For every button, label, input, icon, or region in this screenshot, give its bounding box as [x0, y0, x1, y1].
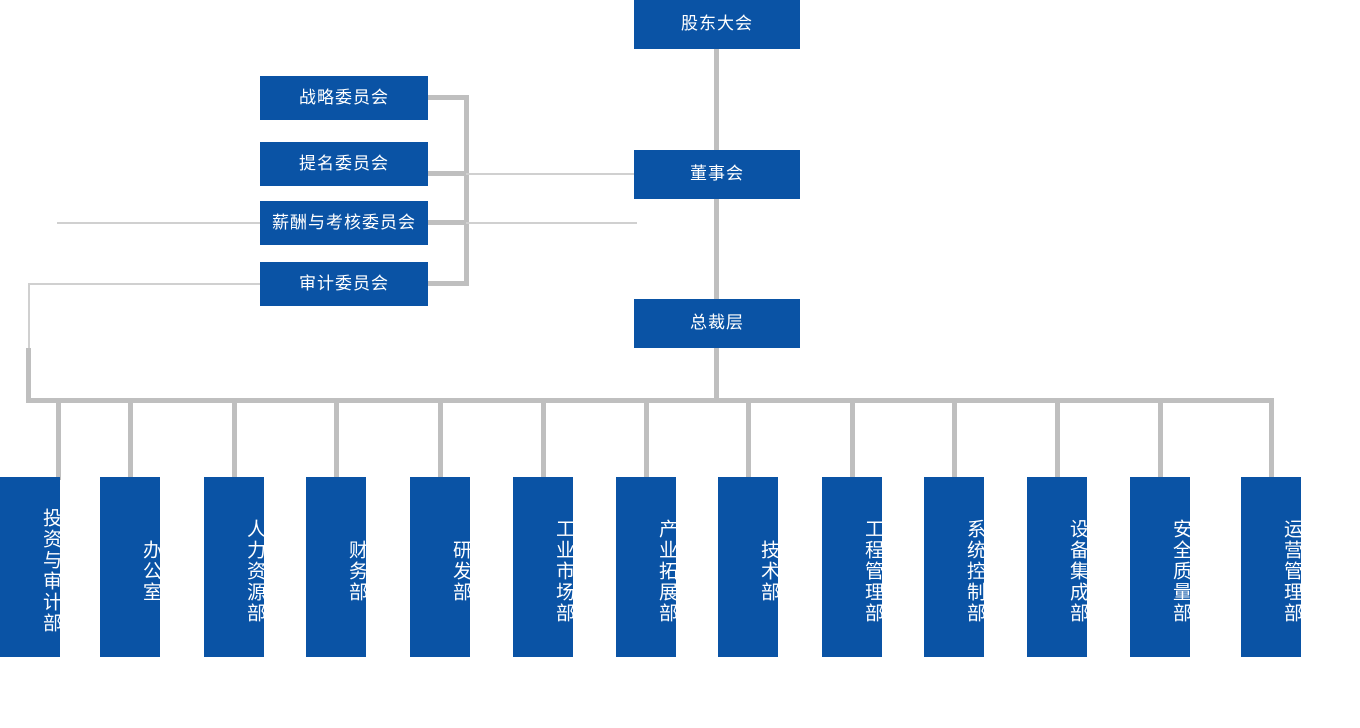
node-dept-05-label: 研发部 [450, 539, 471, 603]
node-committee-compensation[interactable]: 薪酬与考核委员会 [260, 201, 428, 245]
node-dept-04-label: 财务部 [346, 539, 367, 603]
connector-compensation-left-line [57, 222, 263, 224]
connector-stub-strategy [427, 95, 469, 100]
node-dept-12-label: 安全质量部 [1170, 518, 1191, 624]
node-dept-05[interactable]: 研发部 [410, 477, 471, 657]
connector-stub-compensation [427, 220, 469, 225]
connector-audit-to-left-rail [28, 283, 262, 285]
connector-stub-nomination [427, 171, 469, 176]
connector-compensation-right-line [466, 222, 637, 224]
node-dept-12[interactable]: 安全质量部 [1130, 477, 1191, 657]
node-dept-07-label: 产业拓展部 [656, 518, 677, 624]
node-dept-09-label: 工程管理部 [862, 518, 883, 624]
node-dept-01[interactable]: 投资与审计部 [0, 477, 61, 657]
drop-line-dept-01 [56, 398, 61, 480]
node-dept-13[interactable]: 运营管理部 [1241, 477, 1302, 657]
node-dept-02[interactable]: 办公室 [100, 477, 161, 657]
connector-committees-to-board [466, 173, 636, 175]
node-dept-10-label: 系统控制部 [964, 518, 985, 624]
drop-line-dept-03 [232, 398, 237, 480]
node-dept-06-label: 工业市场部 [553, 518, 574, 624]
node-dept-10[interactable]: 系统控制部 [924, 477, 985, 657]
node-dept-01-label: 投资与审计部 [40, 508, 61, 634]
drop-line-dept-11 [1055, 398, 1060, 480]
drop-line-dept-02 [128, 398, 133, 480]
node-dept-09[interactable]: 工程管理部 [822, 477, 883, 657]
node-committee-nomination[interactable]: 提名委员会 [260, 142, 428, 186]
node-dept-11-label: 设备集成部 [1067, 518, 1088, 624]
node-dept-03[interactable]: 人力资源部 [204, 477, 265, 657]
drop-line-dept-08 [746, 398, 751, 480]
drop-line-dept-10 [952, 398, 957, 480]
drop-line-dept-05 [438, 398, 443, 480]
drop-line-dept-04 [334, 398, 339, 480]
node-president-label: 总裁层 [690, 313, 744, 333]
drop-line-dept-09 [850, 398, 855, 480]
connector-shareholders-to-board [714, 49, 719, 150]
drop-line-dept-12 [1158, 398, 1163, 480]
connector-president-to-bus [714, 347, 719, 402]
node-dept-04[interactable]: 财务部 [306, 477, 367, 657]
connector-department-bus [26, 398, 1274, 403]
node-dept-13-label: 运营管理部 [1281, 518, 1302, 624]
node-dept-08[interactable]: 技术部 [718, 477, 779, 657]
node-shareholders-label: 股东大会 [681, 14, 753, 34]
node-dept-06[interactable]: 工业市场部 [513, 477, 574, 657]
node-dept-07[interactable]: 产业拓展部 [616, 477, 677, 657]
node-committee-strategy-label: 战略委员会 [299, 87, 389, 107]
node-committee-strategy[interactable]: 战略委员会 [260, 76, 428, 120]
node-board-label: 董事会 [690, 164, 744, 184]
drop-line-dept-07 [644, 398, 649, 480]
node-committee-audit-label: 审计委员会 [299, 273, 389, 293]
node-committee-nomination-label: 提名委员会 [299, 153, 389, 173]
drop-line-dept-06 [541, 398, 546, 480]
node-president[interactable]: 总裁层 [634, 299, 800, 348]
drop-line-dept-13 [1269, 398, 1274, 480]
connector-left-rail-upper [28, 283, 30, 348]
node-dept-11[interactable]: 设备集成部 [1027, 477, 1088, 657]
node-committee-compensation-label: 薪酬与考核委员会 [272, 212, 416, 232]
connector-board-to-president [714, 199, 719, 300]
connector-committee-spine [464, 97, 469, 286]
node-board[interactable]: 董事会 [634, 150, 800, 199]
node-shareholders[interactable]: 股东大会 [634, 0, 800, 49]
node-committee-audit[interactable]: 审计委员会 [260, 262, 428, 306]
connector-stub-audit [427, 281, 469, 286]
node-dept-08-label: 技术部 [758, 539, 779, 603]
node-dept-03-label: 人力资源部 [244, 518, 265, 624]
connector-left-rail-lower [26, 348, 31, 402]
node-dept-02-label: 办公室 [140, 539, 161, 603]
